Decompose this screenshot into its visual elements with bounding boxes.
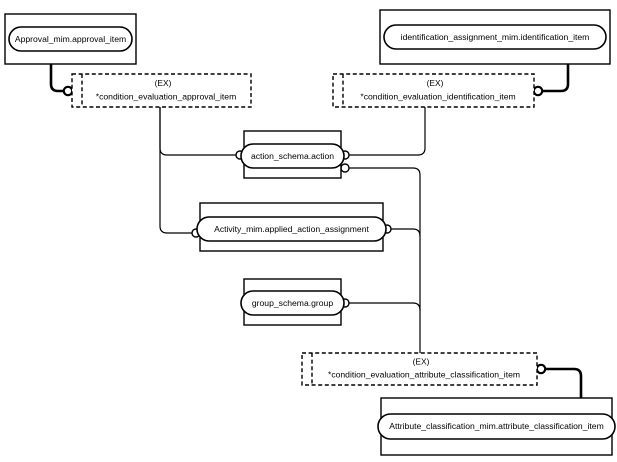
- connector-condition-approval-branches: [159, 106, 245, 238]
- node-label-approval-mim: Approval_mim.approval_item: [15, 34, 126, 44]
- connector-group-to-condition-attribute: [340, 298, 421, 311]
- node-label-action-schema-action: action_schema.action: [251, 151, 334, 161]
- node-approval-mim[interactable]: Approval_mim.approval_item: [4, 13, 137, 65]
- node-label-condition-attribute: *condition_evaluation_attribute_classifi…: [328, 369, 520, 379]
- node-group-schema-group[interactable]: group_schema.group: [240, 278, 345, 326]
- node-label-group-schema-group: group_schema.group: [252, 298, 333, 308]
- node-label-condition-approval: *condition_evaluation_approval_item: [96, 91, 236, 101]
- node-condition-evaluation-approval-item[interactable]: (EX) *condition_evaluation_approval_item: [71, 73, 252, 108]
- node-condition-evaluation-identification-item[interactable]: (EX) *condition_evaluation_identificatio…: [332, 73, 535, 108]
- node-identification-mim[interactable]: identification_assignment_mim.identifica…: [379, 9, 611, 65]
- ex-tag-condition-approval: (EX): [155, 78, 172, 88]
- node-label-attribute-classification-mim: Attribute_classification_mim.attribute_c…: [389, 421, 603, 431]
- node-attribute-classification-mim[interactable]: Attribute_classification_mim.attribute_c…: [377, 397, 616, 456]
- node-label-activity-mim: Activity_mim.applied_action_assignment: [214, 224, 369, 234]
- node-activity-mim[interactable]: Activity_mim.applied_action_assignment: [196, 202, 387, 252]
- node-label-identification-mim: identification_assignment_mim.identifica…: [401, 32, 590, 42]
- ex-tag-condition-identification: (EX): [427, 78, 444, 88]
- connector-activity-to-condition-attribute: [382, 224, 421, 237]
- connector-approval-to-condition: [49, 62, 74, 97]
- node-condition-evaluation-attribute-classification-item[interactable]: (EX) *condition_evaluation_attribute_cla…: [301, 352, 538, 386]
- node-action-schema-action[interactable]: action_schema.action: [240, 130, 345, 179]
- connector-condition-identification-to-action: [340, 106, 426, 160]
- connector-action-to-condition-attribute: [340, 163, 421, 354]
- node-label-condition-identification: *condition_evaluation_identification_ite…: [360, 91, 515, 101]
- connector-condition-attribute-to-attribute-mim: [535, 363, 583, 400]
- ex-tag-condition-attribute: (EX): [413, 357, 430, 367]
- connector-identification-to-condition: [532, 62, 570, 97]
